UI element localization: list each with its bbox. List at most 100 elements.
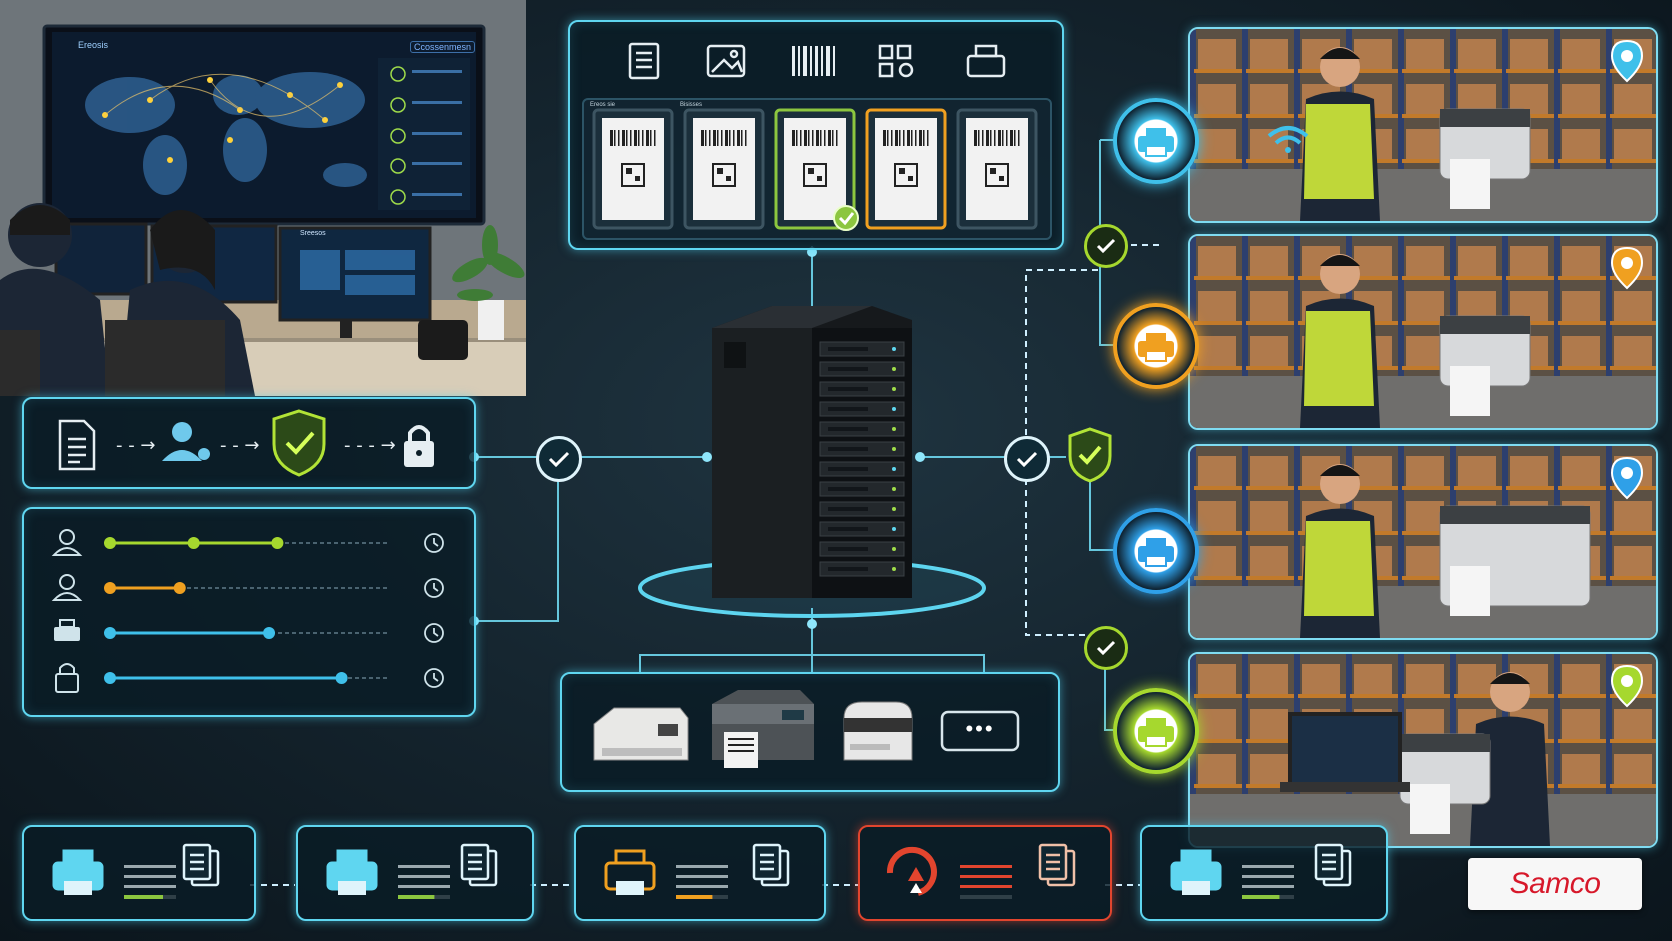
clock-icon <box>424 623 444 643</box>
desk-screen-title: Sreesos <box>300 230 326 237</box>
timeline-marker <box>335 672 348 684</box>
printer-models-panel: ••• <box>560 672 1060 792</box>
print-job-card[interactable] <box>858 825 1112 921</box>
more-models-label[interactable]: ••• <box>965 716 995 741</box>
timeline-marker <box>104 582 116 594</box>
brand-logo: Samco <box>1468 858 1642 910</box>
clock-icon <box>424 578 444 598</box>
print-job-illustration <box>326 843 498 899</box>
job-progress-lines <box>398 865 450 899</box>
timeline-marker <box>104 672 116 684</box>
user-outline-icon <box>51 574 83 601</box>
job-progress-lines <box>124 865 176 899</box>
site-printer-node[interactable] <box>1113 688 1199 774</box>
format-icons-row <box>628 42 1006 80</box>
timeline-row <box>51 574 444 601</box>
print-job-card[interactable] <box>1140 825 1388 921</box>
label-thumbnail[interactable] <box>683 108 765 230</box>
job-progress-fill <box>124 895 163 899</box>
qr-code-icon <box>621 163 645 187</box>
rack-led <box>892 507 896 511</box>
printer-icon <box>1170 849 1222 895</box>
job-progress-fill <box>1242 895 1280 899</box>
rack-led <box>892 387 896 391</box>
job-progress-fill <box>676 895 713 899</box>
svg-text:- - →: - - → <box>220 435 260 456</box>
rack-led <box>892 567 896 571</box>
warehouse-scene <box>1190 236 1656 428</box>
barcode-icon <box>610 130 656 146</box>
timeline-marker <box>104 627 116 639</box>
printer-icon <box>326 849 378 895</box>
site-photo <box>1188 652 1658 848</box>
check-icon <box>1096 640 1116 656</box>
error-sync-icon <box>886 846 937 896</box>
rack-led <box>892 467 896 471</box>
shield-check-icon <box>1068 427 1112 483</box>
rack-led <box>892 427 896 431</box>
control-room-illustration <box>0 0 526 396</box>
wall-monitor-title: Ereosis <box>78 40 109 50</box>
rack-led <box>892 487 896 491</box>
security-flow-illustration: - - → - - → - - - → <box>58 409 434 477</box>
image-icon <box>706 44 746 78</box>
check-icon <box>1096 238 1116 254</box>
print-job-card[interactable] <box>574 825 826 921</box>
printer-icon <box>604 849 656 895</box>
timeline-row <box>51 529 444 556</box>
svg-text:- - →: - - → <box>116 435 156 456</box>
wall-monitor-button[interactable]: Ccossenmesn <box>410 41 476 53</box>
brand-logo-text: Samco <box>1509 867 1601 900</box>
documents-icon <box>752 843 790 887</box>
warehouse-worker <box>1300 464 1380 638</box>
laptop <box>1288 712 1402 786</box>
activity-timeline <box>51 529 444 693</box>
label-printer <box>1439 108 1531 209</box>
print-job-illustration <box>52 843 220 899</box>
server-rack-icon <box>638 306 986 618</box>
qr-code-icon <box>985 163 1009 187</box>
timeline-marker <box>263 627 276 639</box>
label-thumbnail[interactable] <box>592 108 674 230</box>
dispatch-check-node <box>1004 436 1050 482</box>
print-job-card[interactable] <box>22 825 256 921</box>
label-thumbnail[interactable] <box>865 108 947 230</box>
site-printer-node[interactable] <box>1113 508 1199 594</box>
label-strip: Ereos sie Bisisses <box>582 98 1052 240</box>
timeline-marker <box>104 537 116 549</box>
route-check-bottom <box>1084 626 1128 670</box>
rack-led <box>892 447 896 451</box>
label-thumbnail[interactable] <box>774 108 859 231</box>
clock-icon <box>424 533 444 553</box>
timeline-row <box>54 619 444 643</box>
site-printer-node[interactable] <box>1113 303 1199 389</box>
control-room-scene: Ereosis Ccossenmesn Sreesos <box>0 0 526 396</box>
location-pin-icon <box>1610 456 1644 500</box>
rack-led <box>892 367 896 371</box>
location-pin-icon <box>1610 39 1644 83</box>
rack-led <box>892 347 896 351</box>
shield-check-icon <box>272 409 326 477</box>
timeline-marker <box>271 537 284 549</box>
printer-icon <box>54 619 80 641</box>
selected-check-badge <box>833 205 859 231</box>
print-job-illustration <box>604 843 790 899</box>
printer-models-illustration <box>593 690 1020 768</box>
activity-timeline-panel <box>22 507 476 717</box>
tab-label-1: Ereos sie <box>590 102 616 108</box>
label-thumbnail[interactable] <box>956 108 1038 230</box>
label-templates-panel: Ereos sie Bisisses <box>568 20 1064 250</box>
printer-icon <box>1138 128 1174 157</box>
more-models-button[interactable] <box>940 710 1020 752</box>
barcode-icon <box>883 130 929 146</box>
printer-outline-icon <box>966 44 1006 78</box>
security-flow-panel: - - → - - → - - - → <box>22 397 476 489</box>
timeline-marker <box>187 537 200 549</box>
warehouse-worker <box>1300 254 1380 428</box>
padlock-icon <box>55 663 79 693</box>
site-printer-node[interactable] <box>1113 98 1199 184</box>
print-job-card[interactable] <box>296 825 534 921</box>
printer-icon <box>1138 333 1174 362</box>
